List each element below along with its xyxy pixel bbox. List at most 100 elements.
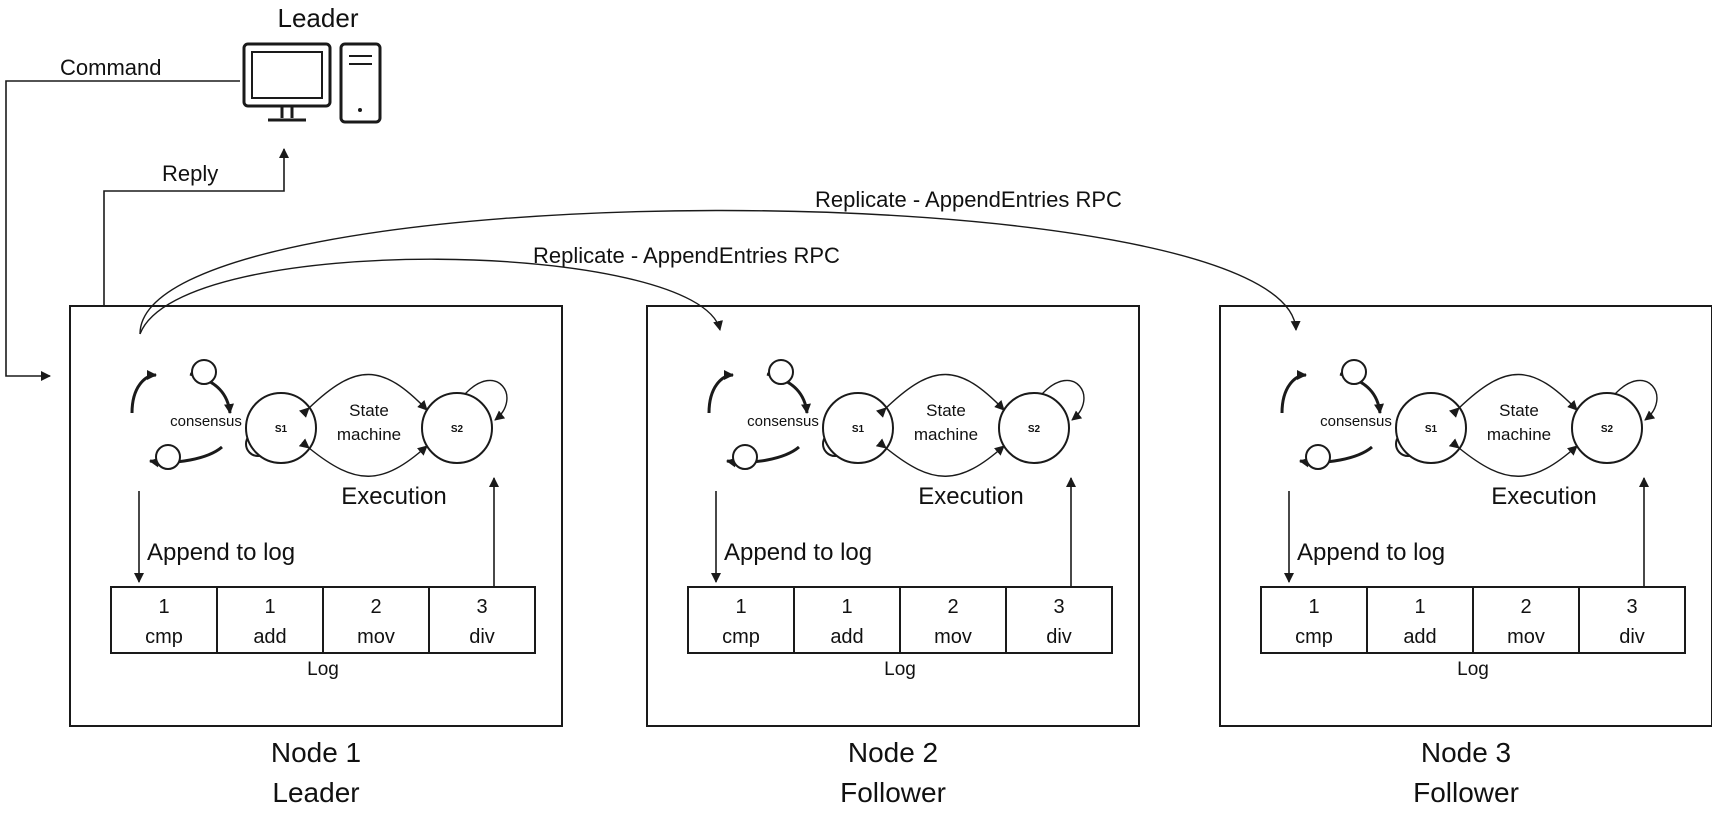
- log-entry-term: 3: [476, 596, 487, 618]
- execution-label: Execution: [1491, 483, 1596, 510]
- node-box: [1219, 305, 1712, 727]
- log-entry-op: div: [1619, 626, 1645, 648]
- log-entry: [793, 586, 901, 654]
- transition-s1-s2: [299, 373, 428, 418]
- consensus-node: [768, 359, 794, 385]
- state-s1: [245, 392, 317, 464]
- log-entry: [1005, 586, 1113, 654]
- log-entry-term: 1: [1414, 596, 1425, 618]
- state-s2-label: S2: [1601, 424, 1614, 435]
- cycle-arrow: [1280, 370, 1307, 414]
- replicate-label-node2: Replicate - AppendEntries RPC: [533, 243, 840, 268]
- log-label: Log: [884, 659, 916, 680]
- replicate-arrow-node2: [139, 258, 723, 335]
- log-label: Log: [307, 659, 339, 680]
- log-entry-op: add: [830, 626, 863, 648]
- consensus-node: [732, 444, 758, 470]
- consensus-node: [191, 359, 217, 385]
- transition-s2-s1: [875, 438, 1005, 477]
- log-label: Log: [1457, 659, 1489, 680]
- log-entry: [1260, 586, 1368, 654]
- state-machine-label: machine: [914, 425, 978, 444]
- log-entry-op: cmp: [145, 626, 183, 648]
- node-name: Node 1: [271, 737, 361, 768]
- append-label: Append to log: [147, 539, 295, 566]
- state-machine-label: machine: [337, 425, 401, 444]
- log-entry: [428, 586, 536, 654]
- transition-s2-s1: [1448, 438, 1578, 477]
- state-s2-label: S2: [1028, 424, 1041, 435]
- consensus-node: [1305, 444, 1331, 470]
- self-loop-s2: [1614, 379, 1658, 421]
- state-s1: [1395, 392, 1467, 464]
- consensus-label: consensus: [747, 413, 819, 430]
- desktop-computer-icon: [242, 42, 382, 124]
- execution-label: Execution: [918, 483, 1023, 510]
- state-machine-label: State: [926, 401, 966, 420]
- state-s2: [1571, 392, 1643, 464]
- node-role: Leader: [272, 777, 359, 808]
- cycle-arrow: [130, 370, 157, 414]
- log-entry-term: 2: [947, 596, 958, 618]
- consensus-label: consensus: [170, 413, 242, 430]
- node-name: Node 2: [848, 737, 938, 768]
- state-machine-label: State: [1499, 401, 1539, 420]
- command-label: Command: [60, 55, 161, 80]
- node-role: Follower: [1413, 777, 1519, 808]
- log-entry-op: cmp: [1295, 626, 1333, 648]
- log-entry-term: 1: [264, 596, 275, 618]
- consensus-node: [1341, 359, 1367, 385]
- log-entry-term: 3: [1626, 596, 1637, 618]
- log-entry: [1578, 586, 1686, 654]
- command-arrow: [5, 80, 240, 381]
- node-box: [69, 305, 563, 727]
- state-s1-label: S1: [852, 424, 865, 435]
- replicate-label-node3: Replicate - AppendEntries RPC: [815, 187, 1122, 212]
- node-box: [646, 305, 1140, 727]
- log-entry: [687, 586, 795, 654]
- state-s2-label: S2: [451, 424, 464, 435]
- log-entry-term: 1: [158, 596, 169, 618]
- replicate-arrow-node3: [139, 209, 1301, 335]
- state-s1-label: S1: [1425, 424, 1438, 435]
- state-s2: [421, 392, 493, 464]
- log-entry-term: 2: [370, 596, 381, 618]
- state-machine-label: State: [349, 401, 389, 420]
- log-entry: [110, 586, 218, 654]
- reply-label: Reply: [162, 161, 218, 186]
- log-entry-term: 3: [1053, 596, 1064, 618]
- append-label: Append to log: [1297, 539, 1445, 566]
- self-loop-s2: [464, 379, 508, 421]
- log-entry-op: mov: [934, 626, 972, 648]
- transition-s2-s1: [298, 438, 428, 477]
- log-entry: [899, 586, 1007, 654]
- state-s1-label: S1: [275, 424, 288, 435]
- log-entry-op: mov: [357, 626, 395, 648]
- append-label: Append to log: [724, 539, 872, 566]
- log-entry-term: 2: [1520, 596, 1531, 618]
- log-entry-op: div: [1046, 626, 1072, 648]
- log-entry: [216, 586, 324, 654]
- consensus-label: consensus: [1320, 413, 1392, 430]
- log-entry-op: cmp: [722, 626, 760, 648]
- self-loop-s2: [1041, 379, 1085, 421]
- log-entry-op: add: [253, 626, 286, 648]
- state-s1: [822, 392, 894, 464]
- transition-s1-s2: [1449, 373, 1578, 418]
- client-title: Leader: [278, 3, 359, 33]
- log-entry: [1366, 586, 1474, 654]
- consensus-node: [155, 444, 181, 470]
- execution-label: Execution: [341, 483, 446, 510]
- transition-s1-s2: [876, 373, 1005, 418]
- log-entry-op: add: [1403, 626, 1436, 648]
